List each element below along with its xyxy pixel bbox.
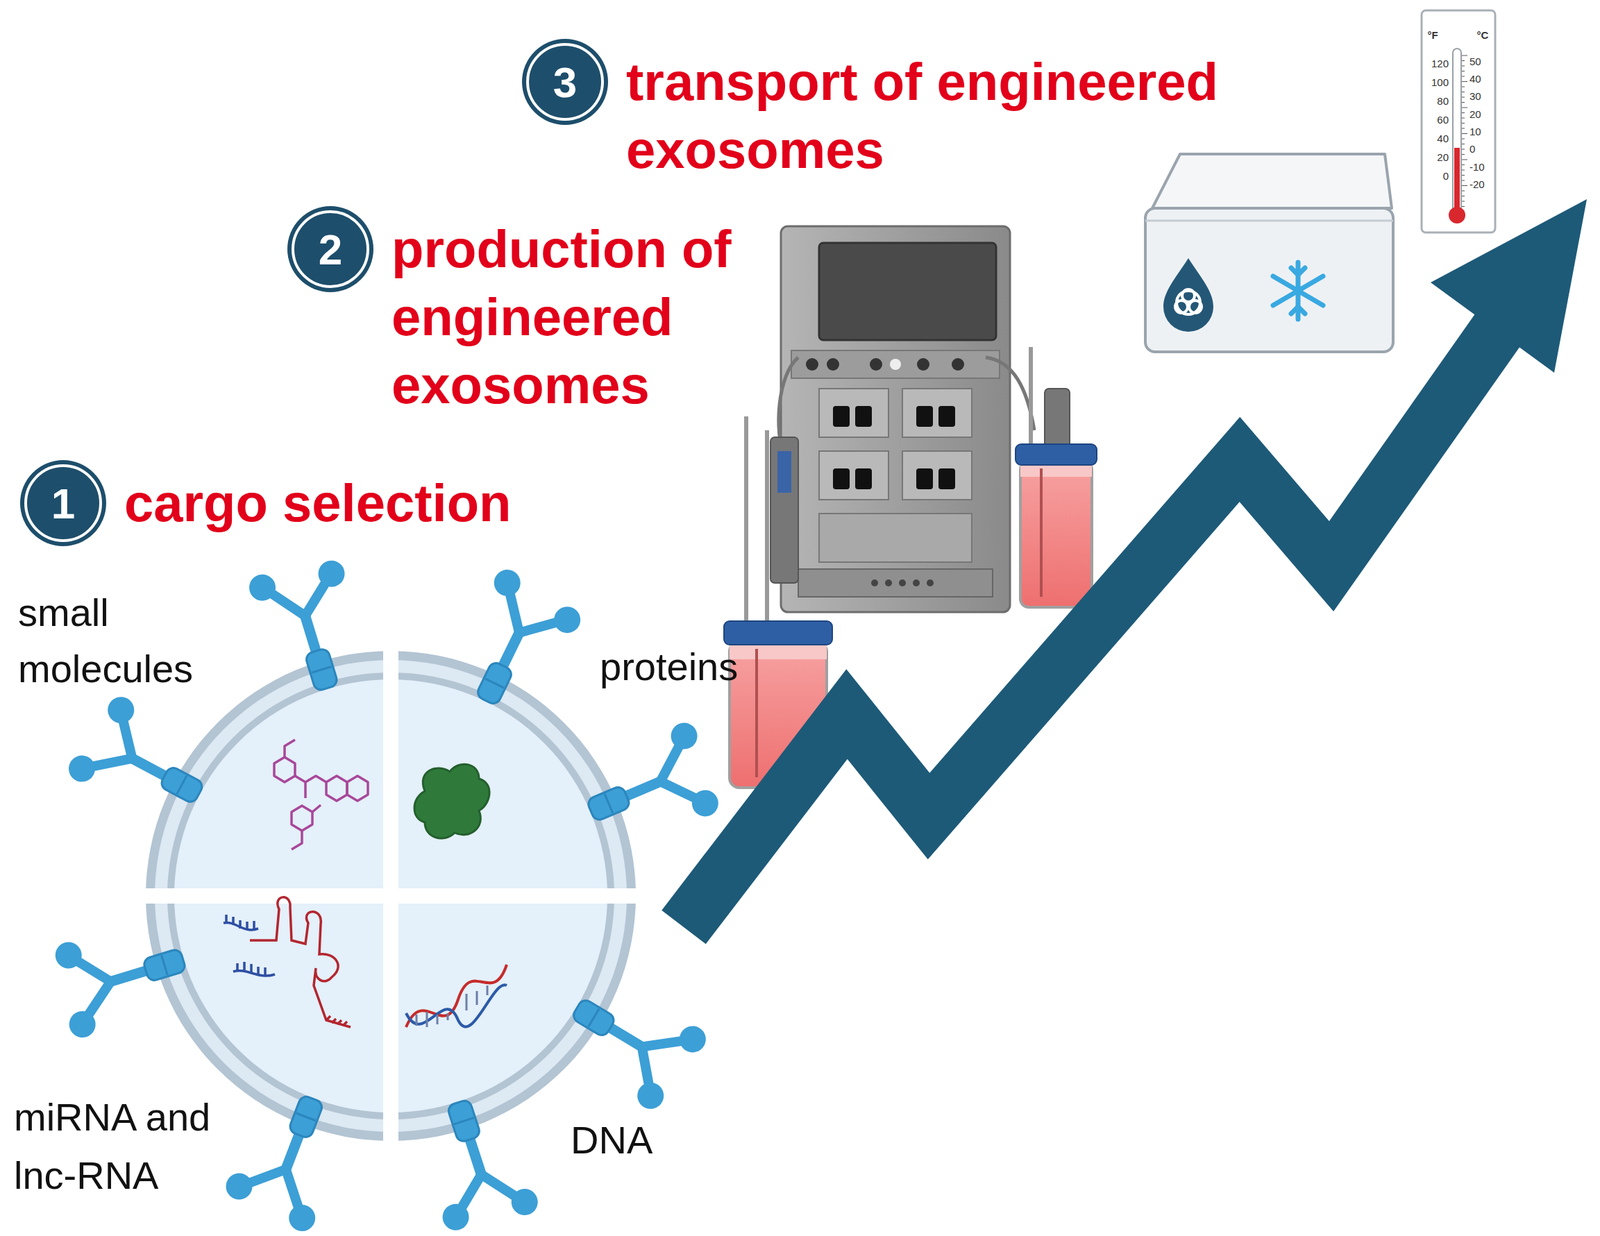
step-number: 2 [287,206,374,293]
scale-tick [1461,195,1465,197]
rna-icon [223,897,351,1028]
scale-number: 30 [1469,90,1482,102]
snowflake-icon [1273,262,1324,320]
scale-tick [1461,170,1465,171]
scale-tick [1461,81,1468,82]
scale-tick [1461,164,1465,166]
scale-tick [1461,86,1465,88]
scale-number: 20 [1436,152,1449,163]
thermometer [1421,10,1496,233]
unit-label: °C [1477,29,1489,41]
scale-tick [1461,128,1465,130]
step-heading: cargo selection [124,469,749,538]
scale-tick [1461,206,1465,207]
cargo-label: miRNA and lnc-RNA [13,1088,250,1206]
scale-tick [1461,97,1465,98]
scale-tick [1461,149,1465,150]
scale-number: 120 [1431,58,1449,69]
scale-number: 40 [1436,133,1449,144]
scale-tick [1461,102,1465,103]
cargo-label: DNA [570,1112,653,1169]
scale-number: 40 [1469,73,1482,84]
scale-tick [1461,112,1465,114]
step-number: 3 [521,38,609,125]
step-badge: 3transport of engineered exosomes [521,38,609,125]
scale-number: 0 [1469,143,1476,155]
step-heading: production of engineered exosomes [391,215,767,420]
cargo-label: proteins [599,638,738,695]
protein-icon [414,764,490,839]
scale-tick [1461,133,1468,134]
scale-number: 0 [1443,170,1449,182]
step-number: 1 [20,460,107,547]
scale-number: -20 [1469,179,1485,190]
scale-number: 50 [1469,56,1482,67]
scale-tick [1461,55,1468,57]
cooler-box [1145,154,1394,352]
scale-tick [1461,70,1465,72]
cargo-label: small molecules [18,584,241,697]
step-heading: transport of engineered exosomes [626,47,1265,184]
scale-tick [1461,91,1465,93]
scale-number: 20 [1469,108,1482,120]
scale-tick [1461,60,1465,62]
scale-tick [1461,159,1468,161]
unit-label: °F [1427,29,1438,41]
scale-tick [1461,174,1465,176]
small-molecule-icon [274,739,368,850]
scale-number: 80 [1436,95,1449,107]
scale-tick [1461,122,1465,124]
scale-number: 10 [1469,126,1482,137]
scale-tick [1461,118,1465,119]
trend-arrow [683,199,1587,928]
scale-tick [1461,190,1465,192]
step-badge: 1cargo selection [20,460,107,547]
scale-tick [1461,76,1465,78]
scale-number: 100 [1431,77,1449,88]
exosome [138,644,643,1149]
scale-number: 60 [1436,114,1449,125]
step-badge: 2production of engineered exosomes [287,206,374,293]
scale-tick [1461,154,1465,155]
scale-tick [1461,180,1465,182]
scale-number: -10 [1469,161,1485,173]
scale-tick [1461,65,1465,67]
scale-tick [1461,138,1465,140]
scale-tick [1461,107,1468,109]
scale-tick [1461,185,1468,187]
dna-icon [406,964,507,1028]
scale-tick [1461,201,1465,202]
scale-tick [1461,143,1465,145]
